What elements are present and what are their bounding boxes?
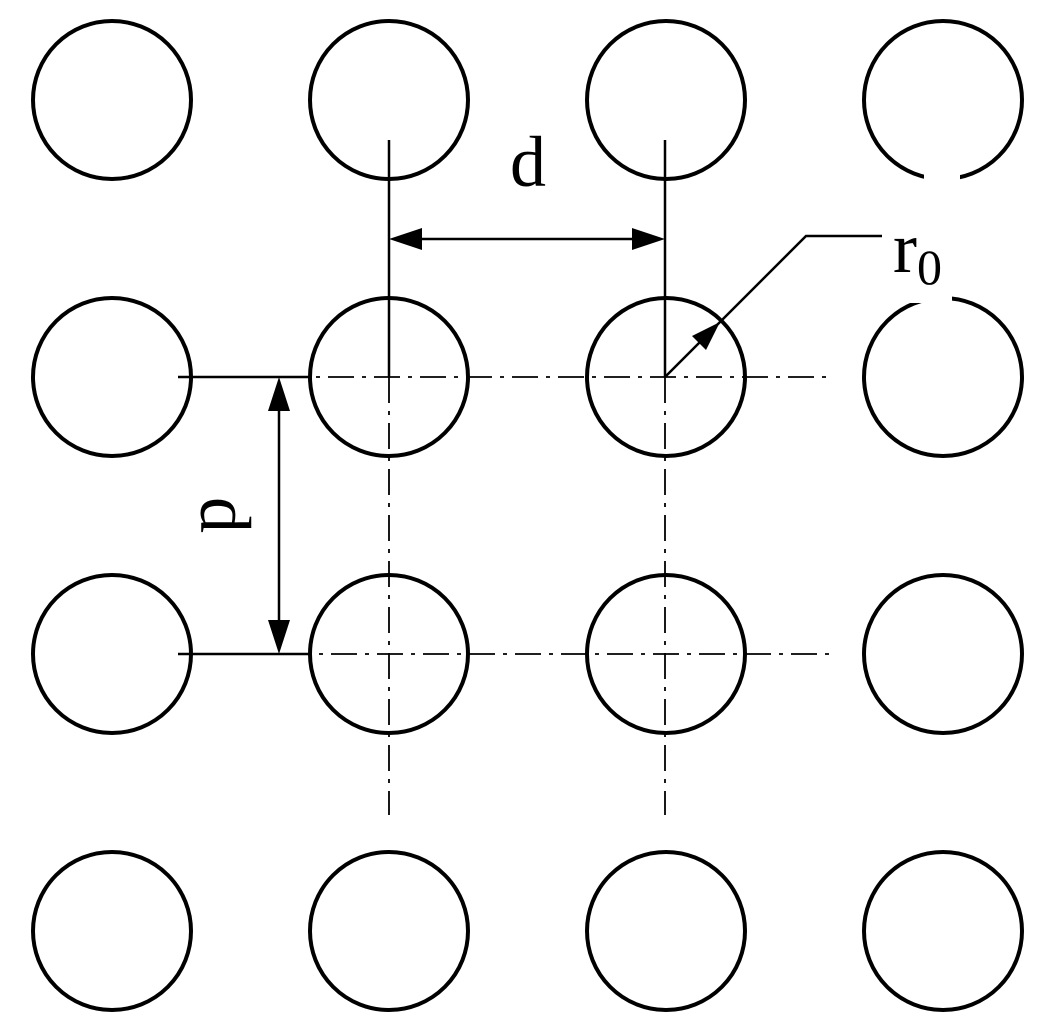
extension-lines	[178, 140, 667, 656]
radius-label-subscript: 0	[917, 239, 942, 295]
radius-leader: r0	[664, 208, 942, 378]
arrowhead-bottom	[268, 620, 290, 654]
arrowhead-right	[632, 228, 665, 250]
hole-r2-c4	[862, 296, 1024, 458]
vertical-dimension: d	[185, 377, 290, 654]
hole-r4-c1	[31, 850, 193, 1012]
vertical-spacing-label: d	[185, 497, 265, 533]
hole-r3-c1	[31, 573, 193, 735]
hole-r2-c1	[31, 296, 193, 458]
arrowhead-left	[389, 228, 422, 250]
hole-r1-c4	[862, 19, 1024, 181]
radius-label: r0	[893, 208, 942, 295]
hole-r4-c4	[862, 850, 1024, 1012]
label-gap-mask-1	[924, 167, 960, 189]
hole-r4-c2	[308, 850, 470, 1012]
horizontal-dimension: d	[389, 122, 665, 250]
center-lines	[190, 376, 830, 815]
label-gap-mask-2	[908, 281, 952, 303]
radius-label-main: r	[893, 208, 917, 288]
hole-r4-c3	[585, 850, 747, 1012]
radius-arrowhead	[692, 322, 720, 350]
arrowhead-top	[268, 377, 290, 411]
horizontal-spacing-label: d	[510, 122, 546, 202]
hole-r1-c1	[31, 19, 193, 181]
hole-r3-c4	[862, 573, 1024, 735]
